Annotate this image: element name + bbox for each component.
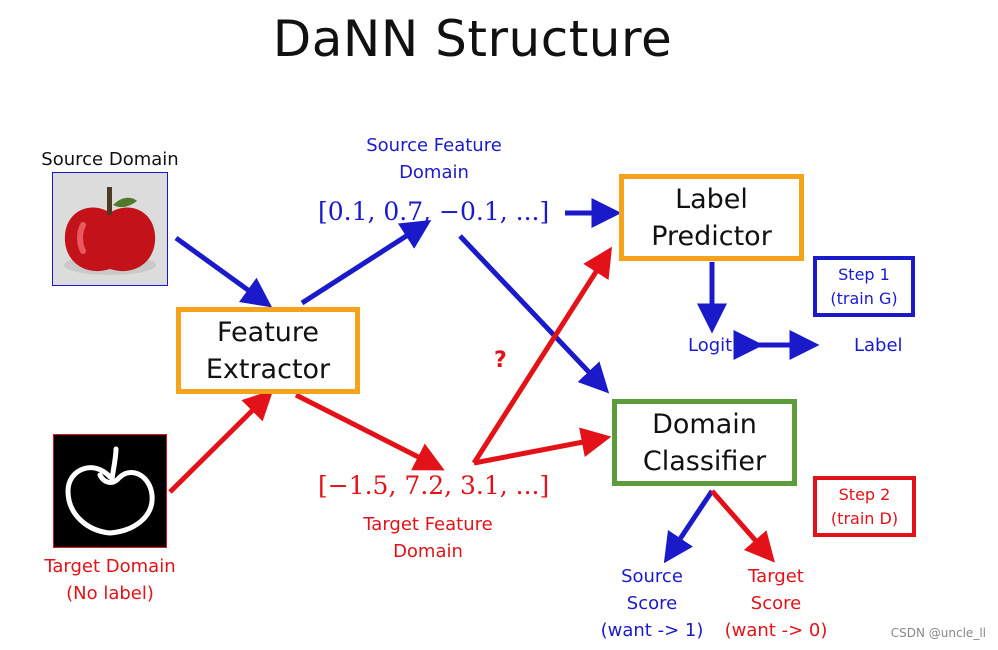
target-feature-domain-label: Target Feature Domain: [363, 514, 493, 562]
label-text: Label: [854, 335, 903, 356]
arrow-target-feature-to-domain-classifier: [473, 427, 612, 466]
arrow-extractor-to-target-feature: [294, 392, 445, 471]
arrow-target-feature-to-label-predictor: [471, 246, 613, 465]
source-feature-vector: [0.1, 0.7, −0.1, ...]: [318, 197, 550, 226]
diagram-title: DaNN Structure: [272, 10, 673, 68]
arrow-extractor-to-source-feature: [300, 219, 432, 306]
apple-sketch-icon: [53, 434, 167, 548]
step1-badge: Step 1 (train G): [813, 256, 915, 317]
watermark: CSDN @uncle_ll: [890, 626, 986, 640]
domain-classifier-box: Domain Classifier: [612, 399, 797, 486]
arrow-classifier-to-target-score: [710, 489, 775, 563]
arrow-classifier-to-source-score: [663, 489, 715, 564]
source-domain-label: Source Domain: [41, 149, 179, 170]
step2-badge: Step 2 (train D): [813, 476, 916, 537]
arrow-target-to-extractor: [168, 389, 274, 494]
label-predictor-box: Label Predictor: [619, 174, 804, 261]
arrow-source-to-extractor: [174, 235, 273, 308]
source-feature-domain-label: Source Feature Domain: [366, 135, 502, 183]
source-score-label: Source Score (want -> 1): [600, 566, 704, 641]
logit-label: Logit: [688, 335, 733, 356]
feature-extractor-box: Feature Extractor: [176, 307, 360, 394]
target-score-label: Target Score (want -> 0): [724, 566, 828, 641]
question-mark: ?: [494, 348, 507, 373]
apple-photo-icon: [52, 172, 168, 286]
target-domain-label: Target Domain (No label): [44, 556, 176, 604]
target-feature-vector: [−1.5, 7.2, 3.1, ...]: [318, 471, 550, 500]
arrow-source-feature-to-domain-classifier: [458, 234, 610, 394]
